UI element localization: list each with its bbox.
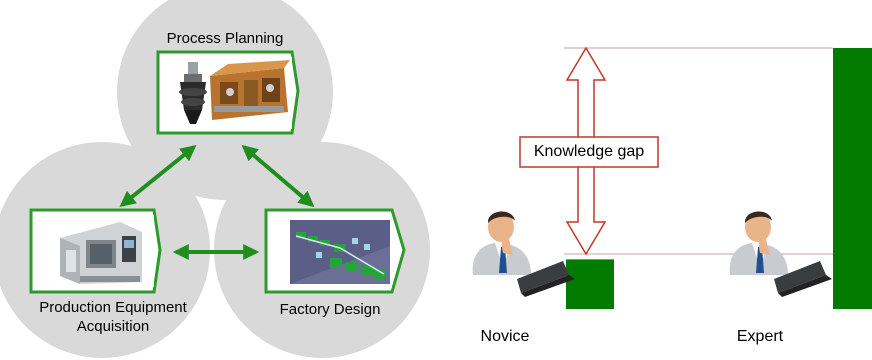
cycle-diagram [0, 0, 430, 358]
process-planning-label: Process Planning [166, 30, 284, 47]
machining-center-image [36, 215, 154, 287]
process-planning-frame [156, 50, 300, 135]
factory-design-frame [264, 208, 406, 294]
factory-layout-3d-image [272, 215, 392, 287]
novice-label: Novice [480, 328, 530, 345]
production-equipment-frame [29, 208, 162, 294]
novice-bar [566, 259, 614, 309]
production-equipment-label-line1: Production Equipment [39, 299, 187, 316]
production-equipment-label-line2: Acquisition [76, 318, 150, 335]
knowledge-gap-chart [472, 46, 872, 309]
arrow-process-planning-to-factory [241, 144, 315, 208]
cnc-spindle-and-fixture-image [164, 57, 292, 129]
expert-bar [833, 48, 872, 309]
arrow-process-planning-to-equipment [119, 144, 197, 208]
knowledge-gap-label: Knowledge gap [533, 143, 645, 160]
production-equipment-label: Production Equipment Acquisition [8, 298, 218, 336]
novice-person-icon [472, 211, 575, 297]
expert-person-icon [729, 211, 832, 297]
factory-design-label: Factory Design [279, 301, 381, 318]
expert-label: Expert [736, 328, 784, 345]
knowledge-gap-label-box [519, 136, 659, 168]
